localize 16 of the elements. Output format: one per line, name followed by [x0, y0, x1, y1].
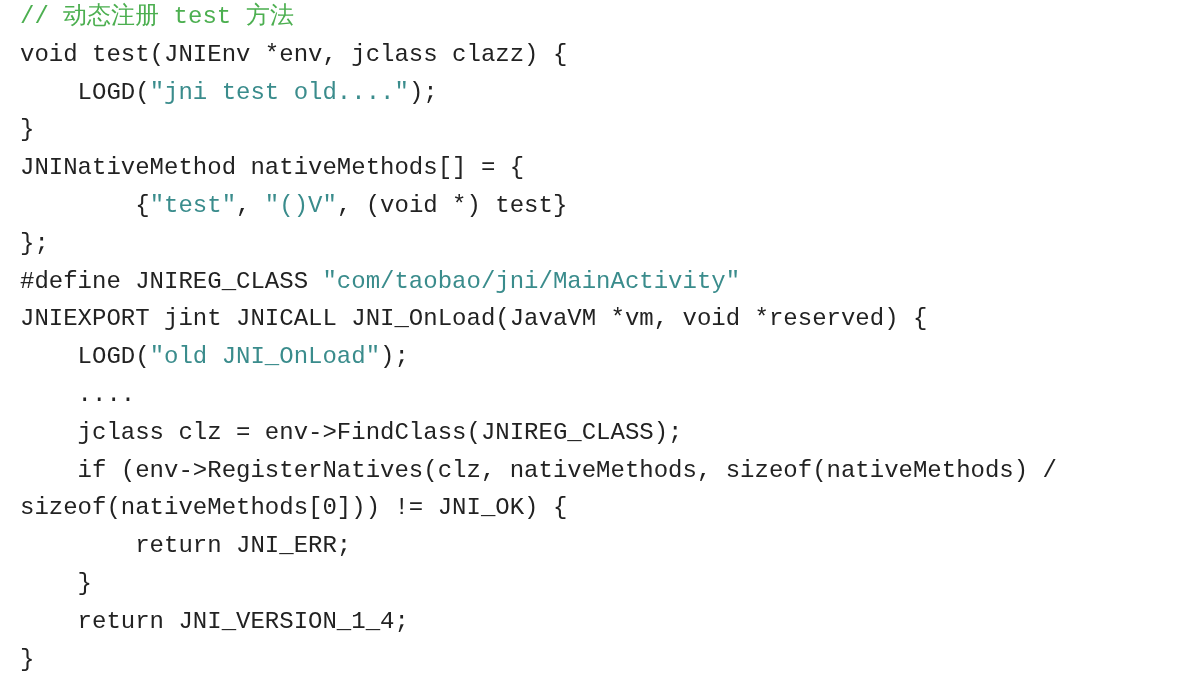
code-line: jclass clz = env->FindClass(JNIREG_CLASS); — [76, 417, 683, 448]
code-line: return JNI_ERR; — [134, 531, 352, 562]
code-line: return JNI_VERSION_1_4; — [76, 606, 409, 637]
code-line: JNIEXPORT jint JNICALL JNI_OnLoad(JavaVM *vm, void *reserved) { — [20, 304, 928, 335]
code-line: LOGD("jni test old...."); — [76, 77, 438, 108]
code-line: .... — [76, 379, 136, 410]
code-line: } — [76, 568, 92, 599]
code-line: {"test", "()V", (void *) test} — [134, 191, 568, 221]
code-line: } — [20, 644, 35, 675]
code-line: // 动态注册 test 方法 — [20, 1, 294, 32]
code-line: JNINativeMethod nativeMethods[] = { — [20, 153, 525, 184]
code-line: } — [20, 115, 35, 146]
code-line: }; — [20, 228, 49, 259]
code-line: void test(JNIEnv *env, jclass clazz) { — [20, 39, 568, 70]
code-line: LOGD("old JNI_OnLoad"); — [76, 342, 409, 373]
code-line: #define JNIREG_CLASS "com/taobao/jni/MainActivity" — [20, 266, 741, 297]
